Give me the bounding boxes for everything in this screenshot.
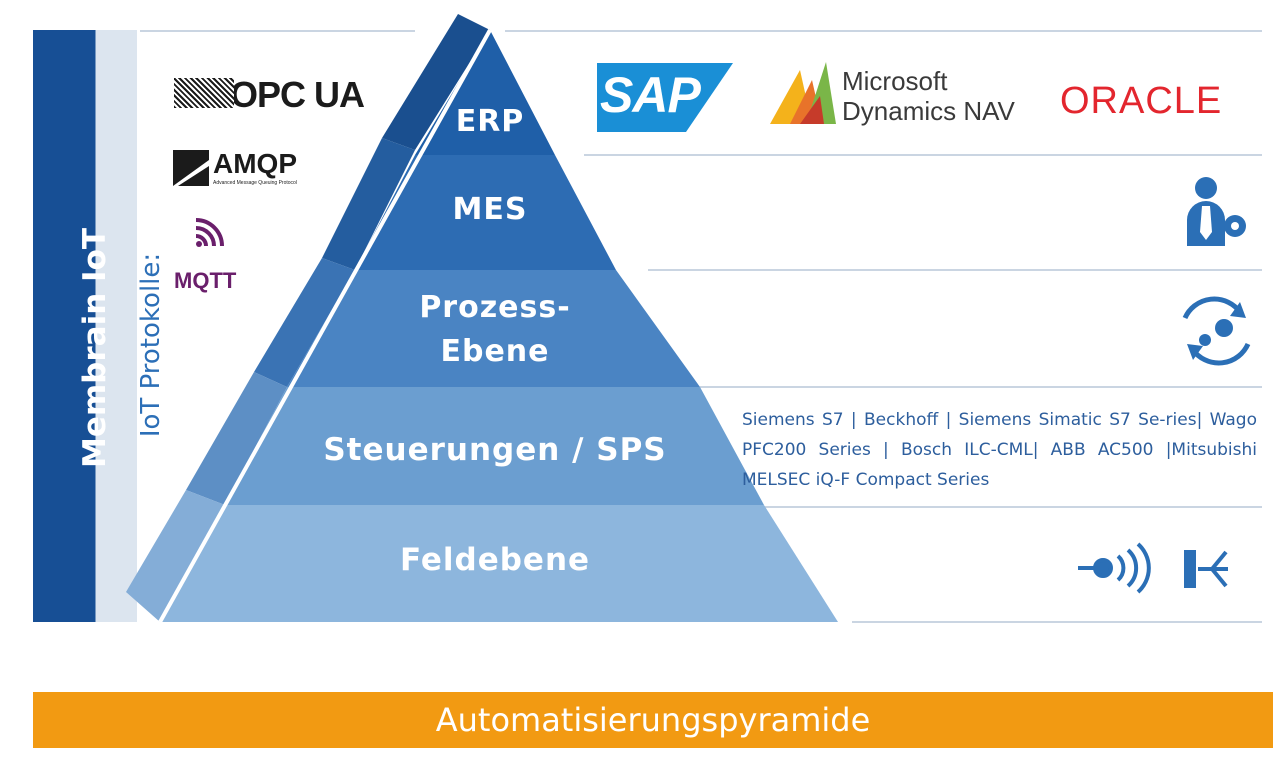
controller-list: Siemens S7 | Beckhoff | Siemens Simatic …: [742, 410, 1257, 490]
side-face-erp: [382, 14, 490, 150]
mqtt-icon: [195, 218, 224, 247]
pyramid-front-face: [160, 30, 838, 622]
oracle-logo: ORACLE: [1060, 80, 1223, 122]
process-gears-icon: [1182, 296, 1251, 366]
amqp-icon: [173, 150, 209, 186]
sensor-signal-icon: [1078, 542, 1151, 594]
level-label-feld: Feldebene: [399, 542, 591, 578]
microsoft-dynamics-icon: [770, 62, 836, 124]
footer-title: Automatisierungspyramide: [33, 692, 1273, 748]
level-label-erp: ERP: [455, 104, 525, 139]
amqp-subtitle: Advanced Message Queuing Protocol: [213, 180, 297, 186]
level-label-prozess: Prozess- Ebene: [419, 290, 571, 369]
level-steuerung: [225, 387, 764, 505]
level-prozess: [287, 270, 700, 387]
level-erp: [415, 30, 555, 155]
sap-logo-text: SAP: [600, 67, 701, 123]
pyramid-edge: [158, 29, 492, 623]
opcua-logo: OPC UA: [230, 74, 365, 115]
side-face-prozess: [254, 258, 355, 387]
amqp-logo: AMQP: [213, 148, 297, 179]
microsoft-logo-line1: Microsoft: [842, 66, 948, 96]
level-mes: [355, 155, 616, 270]
sap-logo: [597, 63, 733, 132]
separator-lines: [140, 30, 1262, 623]
mqtt-logo: MQTT: [174, 268, 237, 293]
side-face-feld: [126, 490, 225, 622]
user-gear-icon: [1187, 177, 1246, 246]
side-face-mes: [322, 138, 415, 270]
level-feld: [160, 505, 838, 622]
pyramid-side-face: [126, 14, 490, 622]
sidebar-panel: Membrain IoT IoT Protokolle:: [33, 30, 166, 622]
level-label-steuerung: Steuerungen / SPS: [323, 432, 667, 468]
opcua-pattern-icon: [174, 78, 234, 108]
level-label-mes: MES: [452, 192, 528, 227]
side-face-steuerung: [186, 372, 287, 505]
actuator-icon: [1184, 550, 1228, 588]
microsoft-logo-line2: Dynamics NAV: [842, 96, 1015, 126]
